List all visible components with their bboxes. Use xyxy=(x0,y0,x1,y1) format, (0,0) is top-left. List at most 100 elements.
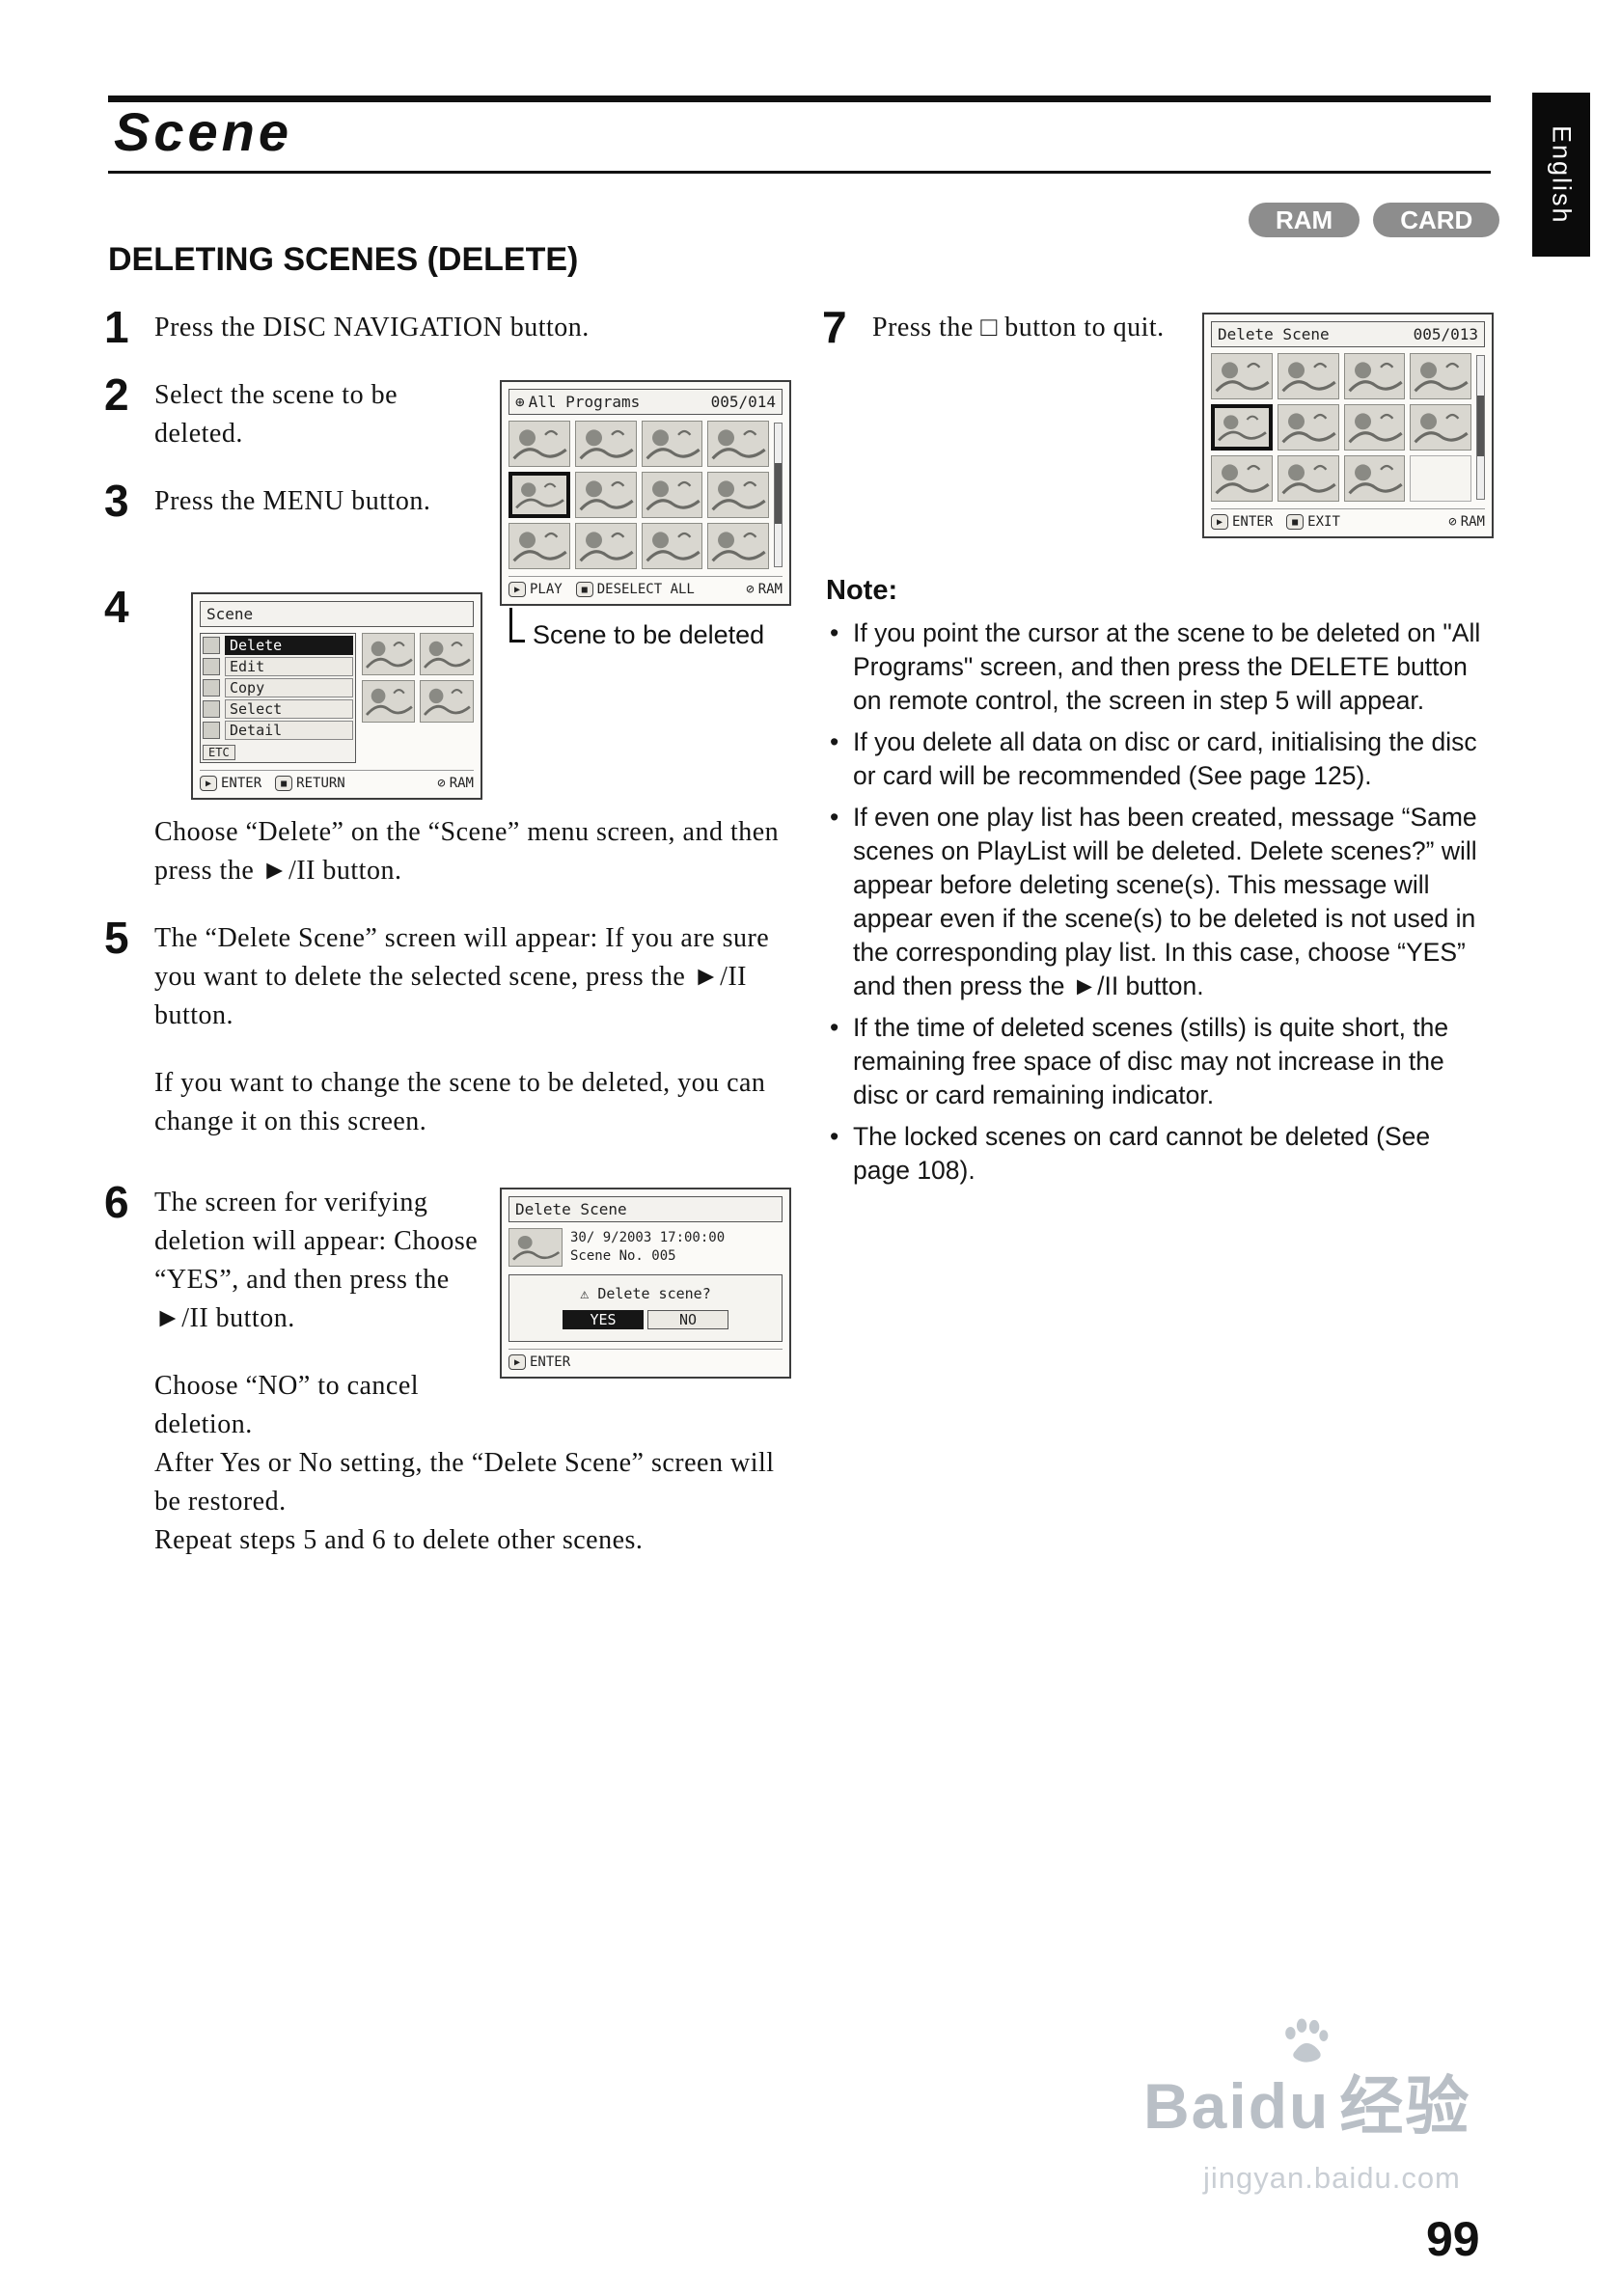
all-programs-screen: ⊕ All Programs 005/014 ▶PLAY ■DESELECT A… xyxy=(500,380,791,606)
menu-item-detail: Detail xyxy=(203,721,353,740)
note-bullet: If even one play list has been created, … xyxy=(826,801,1494,1003)
scrollbar-handle xyxy=(1477,396,1484,456)
footer-deselect-label: DESELECT ALL xyxy=(596,582,695,597)
osd-footer: ▶ PLAY ■DESELECT ALL ⊘RAM xyxy=(508,576,783,597)
scene-thumbnail xyxy=(574,421,637,467)
note-label: Note: xyxy=(826,575,898,606)
ram-icon: ⊘ xyxy=(746,582,755,597)
footer-return-label: RETURN xyxy=(296,776,345,791)
scene-thumbnail xyxy=(1277,404,1339,451)
callout-label: Scene to be deleted xyxy=(533,620,765,649)
scene-thumbnail xyxy=(1277,353,1339,399)
scene-thumbnail xyxy=(707,523,769,569)
osd-title: Delete Scene xyxy=(1218,325,1330,343)
step-7-number: 7 xyxy=(822,302,847,352)
etc-button: ETC xyxy=(203,745,235,760)
scene-thumbnail xyxy=(508,523,570,569)
scene-thumbnail xyxy=(1410,455,1471,502)
osd-header: Delete Scene 005/013 xyxy=(1211,321,1485,347)
stop-icon: ■ xyxy=(575,582,593,597)
scene-thumbnail xyxy=(574,472,637,518)
scene-thumbnail xyxy=(508,1228,563,1267)
step-1: 1 Press the DISC NAVIGATION button. xyxy=(104,302,791,352)
step-1-text: Press the DISC NAVIGATION button. xyxy=(154,313,590,342)
step-5-paragraph: If you want to change the scene to be de… xyxy=(154,1068,766,1136)
step-7-text: Press the □ button to quit. xyxy=(872,313,1165,342)
thumbnail-grid xyxy=(508,421,769,569)
scene-datetime: 30/ 9/2003 17:00:00 xyxy=(570,1230,726,1245)
yes-button: YES xyxy=(563,1310,644,1329)
all-programs-screen-figure: ⊕ All Programs 005/014 ▶PLAY ■DESELECT A… xyxy=(500,380,791,649)
scene-thumbnail xyxy=(707,472,769,518)
step-3: 3 Press the MENU button. xyxy=(104,476,791,526)
scene-thumbnail xyxy=(1343,404,1406,451)
scene-counter: 005/013 xyxy=(1413,325,1478,343)
osd-title: Delete Scene xyxy=(515,1200,627,1218)
page-number: 99 xyxy=(1426,2212,1480,2266)
step-3-text: Press the MENU button. xyxy=(154,486,431,516)
scene-thumbnail xyxy=(1211,455,1273,502)
scene-thumbnail xyxy=(574,523,637,569)
footer-enter-label: ENTER xyxy=(530,1354,571,1370)
scene-thumbnail xyxy=(361,633,416,675)
play-icon: ▶ xyxy=(200,776,217,791)
watermark-url: jingyan.baidu.com xyxy=(1203,2161,1461,2195)
step-4-number: 4 xyxy=(104,582,129,632)
left-column: 1 Press the DISC NAVIGATION button. ⊕ Al… xyxy=(104,302,791,1589)
scene-thumbnail xyxy=(1211,353,1273,399)
menu-item-copy: Copy xyxy=(203,678,353,697)
detail-icon xyxy=(203,722,220,739)
menu-item-label: Select xyxy=(225,699,353,719)
ram-badge: RAM xyxy=(1249,203,1360,237)
osd-title: Scene xyxy=(206,605,254,623)
scene-thumbnail xyxy=(420,680,474,723)
thumbnail-grid xyxy=(1211,353,1471,502)
scene-menu-screen-figure: Scene Delete Edit xyxy=(191,592,482,800)
note-bullet: If you point the cursor at the scene to … xyxy=(826,616,1494,718)
step-2-text: Select the scene to be deleted. xyxy=(154,380,398,449)
scene-thumbnail xyxy=(1343,353,1406,399)
footer-exit-label: EXIT xyxy=(1307,514,1340,530)
top-rule xyxy=(108,96,1491,102)
no-button: NO xyxy=(647,1310,728,1329)
scene-info: 30/ 9/2003 17:00:00 Scene No. 005 xyxy=(508,1228,783,1267)
step-5-text: The “Delete Scene” screen will appear: I… xyxy=(154,923,770,1030)
confirm-dialog: ⚠ Delete scene? YES NO xyxy=(508,1274,783,1342)
ram-icon: ⊘ xyxy=(1448,514,1457,530)
footer-enter-label: ENTER xyxy=(1232,514,1274,530)
scene-thumbnail xyxy=(361,680,416,723)
menu-item-edit: Edit xyxy=(203,657,353,676)
right-column: Delete Scene 005/013 ▶ENTER ■EXIT ⊘RAM xyxy=(822,302,1494,1195)
scene-menu-list: Delete Edit Copy xyxy=(200,633,356,763)
delete-scene-screen: Delete Scene 005/013 ▶ENTER ■EXIT ⊘RAM xyxy=(1202,313,1494,538)
scrollbar-handle xyxy=(775,463,782,524)
card-badge: CARD xyxy=(1373,203,1500,237)
warning-icon: ⚠ xyxy=(580,1285,590,1302)
menu-item-label: Edit xyxy=(225,657,353,676)
step-5: 5 The “Delete Scene” screen will appear:… xyxy=(104,913,791,1035)
step-4: Scene Delete Edit xyxy=(104,582,791,890)
scene-thumbnail xyxy=(1410,404,1471,451)
footer-play-label: PLAY xyxy=(530,582,563,597)
footer-ram-label: RAM xyxy=(757,582,783,597)
note-list: If you point the cursor at the scene to … xyxy=(826,616,1494,1188)
stop-icon: ■ xyxy=(275,776,293,791)
osd-header: Delete Scene xyxy=(508,1196,783,1222)
page-title: Scene xyxy=(114,101,292,162)
footer-ram-label: RAM xyxy=(449,776,474,791)
menu-item-label: Detail xyxy=(225,721,353,740)
scene-thumbnail xyxy=(641,421,703,467)
watermark: Baidu 经验 jingyan.baidu.com xyxy=(1143,2018,1470,2196)
delete-icon xyxy=(203,637,220,654)
play-icon: ▶ xyxy=(1211,514,1228,530)
osd-footer: ▶ENTER ■RETURN ⊘RAM xyxy=(200,770,474,791)
step-2: ⊕ All Programs 005/014 ▶PLAY ■DESELECT A… xyxy=(104,369,791,649)
menu-thumbnails xyxy=(361,633,474,763)
footer-ram-label: RAM xyxy=(1460,514,1485,530)
scene-thumbnail xyxy=(641,523,703,569)
play-icon: ▶ xyxy=(508,582,526,597)
menu-item-select: Select xyxy=(203,699,353,719)
confirm-prompt: Delete scene? xyxy=(597,1285,711,1302)
scene-counter: 005/014 xyxy=(710,393,776,411)
